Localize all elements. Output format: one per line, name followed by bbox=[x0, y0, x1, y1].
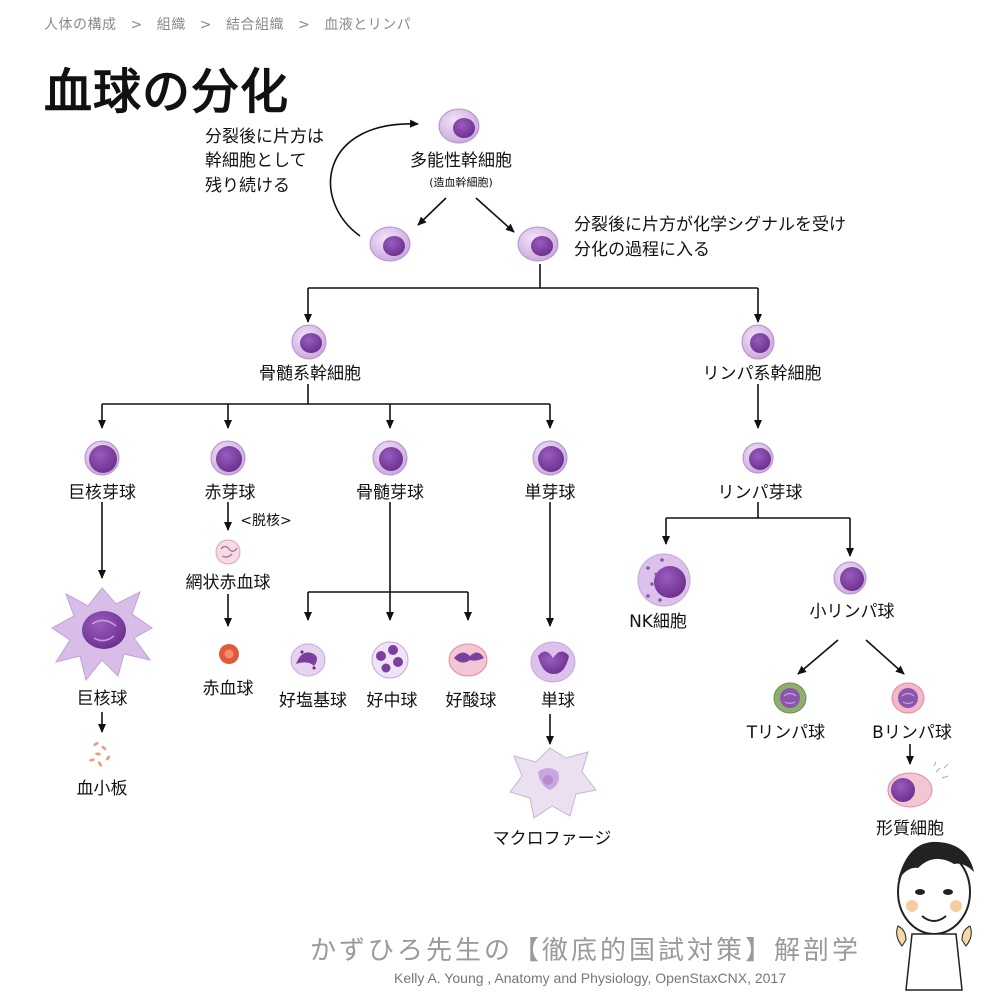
annotation-self-renew: 分裂後に片方は 幹細胞として 残り続ける bbox=[205, 127, 324, 196]
platelet-icon bbox=[89, 742, 111, 767]
label-myeloblast: 骨髄芽球 bbox=[356, 483, 424, 503]
cell-icon bbox=[438, 108, 480, 144]
label-monoblast: 単芽球 bbox=[525, 483, 576, 503]
label-nk-cell: NK細胞 bbox=[629, 612, 687, 632]
eosinophil-icon bbox=[448, 643, 488, 677]
breadcrumb-separator: > bbox=[130, 17, 143, 33]
label-plasma-cell: 形質細胞 bbox=[876, 819, 944, 839]
label-t-lymphocyte: Tリンパ球 bbox=[746, 723, 825, 743]
label-erythrocyte: 赤血球 bbox=[203, 679, 254, 699]
reticulocyte-icon bbox=[215, 539, 241, 565]
label-enucleation: <脱核> bbox=[240, 513, 291, 529]
basophil-icon bbox=[290, 643, 326, 677]
cell-icon bbox=[833, 561, 867, 595]
label-small-lymphocyte: 小リンパ球 bbox=[810, 602, 895, 622]
cell-icon bbox=[369, 226, 411, 262]
monocyte-icon bbox=[530, 641, 576, 683]
cell-icon bbox=[210, 440, 246, 476]
label-multipotent: 多能性幹細胞 bbox=[410, 150, 512, 171]
label-multipotent-sub: (造血幹細胞) bbox=[429, 175, 493, 189]
macrophage-icon bbox=[509, 747, 597, 819]
b-cell-icon bbox=[891, 682, 925, 714]
breadcrumb: 人体の構成 > 組織 > 結合組織 > 血液とリンパ bbox=[44, 14, 411, 34]
megakaryocyte-icon bbox=[51, 587, 153, 682]
page-title: 血球の分化 bbox=[44, 64, 290, 120]
footer-brand: かずひろ先生の【徹底的国試対策】解剖学 bbox=[310, 936, 862, 966]
label-erythroblast: 赤芽球 bbox=[205, 483, 256, 503]
label-eosinophil: 好酸球 bbox=[446, 691, 497, 711]
self-renew-arrow bbox=[329, 119, 419, 237]
breadcrumb-item[interactable]: 結合組織 bbox=[225, 17, 284, 33]
label-lymphoblast: リンパ芽球 bbox=[718, 483, 803, 503]
label-basophil: 好塩基球 bbox=[279, 691, 347, 711]
label-b-lymphocyte: Bリンパ球 bbox=[872, 723, 952, 743]
annotation-line: 分裂後に片方は bbox=[205, 127, 324, 147]
arrow bbox=[475, 197, 515, 233]
cell-icon bbox=[742, 442, 774, 474]
label-megakaryocyte: 巨核球 bbox=[77, 689, 128, 709]
cell-icon bbox=[517, 226, 559, 262]
rbc-icon bbox=[219, 644, 239, 664]
footer-credit: Kelly A. Young , Anatomy and Physiology,… bbox=[394, 970, 786, 986]
nk-cell-icon bbox=[637, 553, 691, 607]
annotation-differentiate: 分裂後に片方が化学シグナルを受け 分化の過程に入る bbox=[574, 215, 846, 260]
cell-icon bbox=[532, 440, 568, 476]
mascot-icon bbox=[896, 841, 974, 991]
cell-icon bbox=[84, 440, 120, 476]
label-platelet: 血小板 bbox=[77, 779, 128, 799]
cell-icon bbox=[741, 324, 775, 360]
plasma-cell-icon bbox=[887, 761, 949, 808]
arrow bbox=[797, 639, 839, 675]
breadcrumb-separator: > bbox=[199, 17, 212, 33]
neutrophil-icon bbox=[371, 641, 409, 679]
arrow bbox=[865, 639, 905, 675]
label-myeloid-stem: 骨髄系幹細胞 bbox=[259, 363, 361, 384]
breadcrumb-item[interactable]: 血液とリンパ bbox=[324, 17, 412, 33]
label-megakaryoblast: 巨核芽球 bbox=[68, 483, 136, 503]
breadcrumb-item[interactable]: 人体の構成 bbox=[44, 17, 117, 33]
label-macrophage: マクロファージ bbox=[493, 829, 612, 849]
label-lymphoid-stem: リンパ系幹細胞 bbox=[703, 363, 822, 384]
breadcrumb-item[interactable]: 組織 bbox=[156, 17, 186, 33]
cell-icon bbox=[291, 324, 327, 360]
connector-lines bbox=[98, 119, 914, 765]
cell-labels: 多能性幹細胞 (造血幹細胞) 骨髄系幹細胞 リンパ系幹細胞 巨核芽球 赤芽球 骨… bbox=[68, 150, 952, 849]
label-monocyte: 単球 bbox=[541, 691, 575, 711]
annotation-line: 残り続ける bbox=[205, 176, 290, 196]
arrow bbox=[417, 197, 447, 226]
annotation-line: 幹細胞として bbox=[205, 150, 307, 171]
label-reticulocyte: 網状赤血球 bbox=[186, 573, 271, 593]
cell-icon bbox=[372, 440, 408, 476]
annotation-line: 分裂後に片方が化学シグナルを受け bbox=[574, 215, 846, 235]
t-cell-icon bbox=[773, 682, 807, 714]
annotation-line: 分化の過程に入る bbox=[574, 240, 710, 260]
breadcrumb-separator: > bbox=[297, 17, 311, 33]
label-neutrophil: 好中球 bbox=[367, 691, 418, 711]
